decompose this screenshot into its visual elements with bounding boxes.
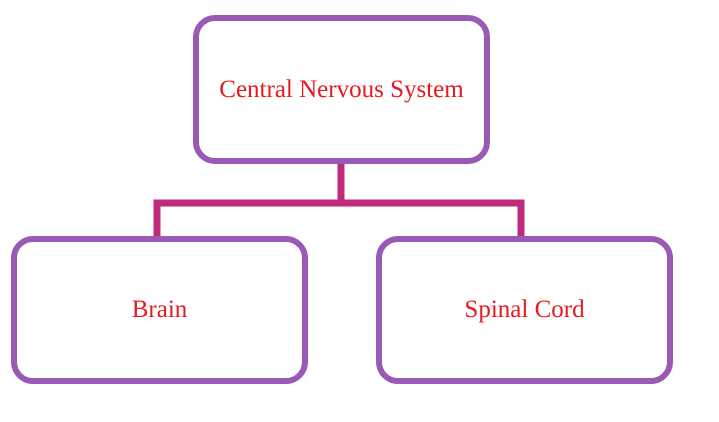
- node-spinal-cord: Spinal Cord: [376, 236, 673, 384]
- node-label-brain: Brain: [131, 296, 188, 323]
- node-label-spinal-cord: Spinal Cord: [464, 296, 585, 323]
- node-central-nervous-system: Central Nervous System: [193, 15, 490, 164]
- node-brain: Brain: [11, 236, 308, 384]
- node-label-root: Central Nervous System: [219, 75, 464, 103]
